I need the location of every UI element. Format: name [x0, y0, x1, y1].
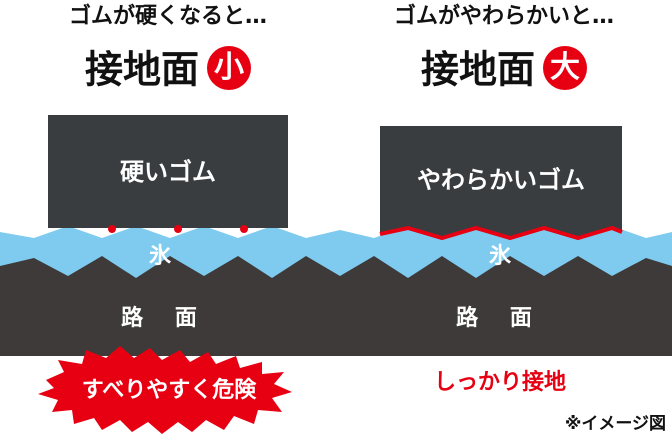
left-contact-area: 接地面小: [0, 46, 336, 94]
illustration-note: ※イメージ図: [564, 414, 666, 434]
soft-rubber-block: [380, 126, 622, 238]
contact-point: [174, 225, 182, 233]
right-contact-area: 接地面大: [336, 46, 672, 94]
right-road-label: 路 面: [456, 306, 544, 331]
left-road-label: 路 面: [121, 306, 209, 331]
contact-point: [108, 225, 116, 233]
left-heading: ゴムが硬くなると…: [68, 4, 267, 29]
hard-rubber-label: 硬いゴム: [120, 158, 216, 186]
contact-point: [240, 225, 248, 233]
left-ice-label: 氷: [148, 244, 171, 269]
contact-line: [379, 225, 623, 241]
contact-large-badge: 大: [543, 46, 587, 90]
hard-rubber-block: [48, 115, 288, 228]
soft-rubber-label: やわらかいゴム: [417, 166, 585, 194]
right-heading: ゴムがやわらかいと…: [393, 4, 614, 29]
contact-area-label: 接地面: [84, 47, 199, 92]
firm-contact-result: しっかり接地: [433, 370, 566, 395]
warning-burst: [38, 346, 292, 434]
contact-small-badge: 小: [207, 46, 251, 90]
contact-area-label: 接地面: [420, 47, 535, 92]
slippery-warning: すべりやすく危険: [81, 378, 257, 403]
road-surface: [0, 256, 672, 356]
right-ice-label: 氷: [488, 244, 511, 269]
